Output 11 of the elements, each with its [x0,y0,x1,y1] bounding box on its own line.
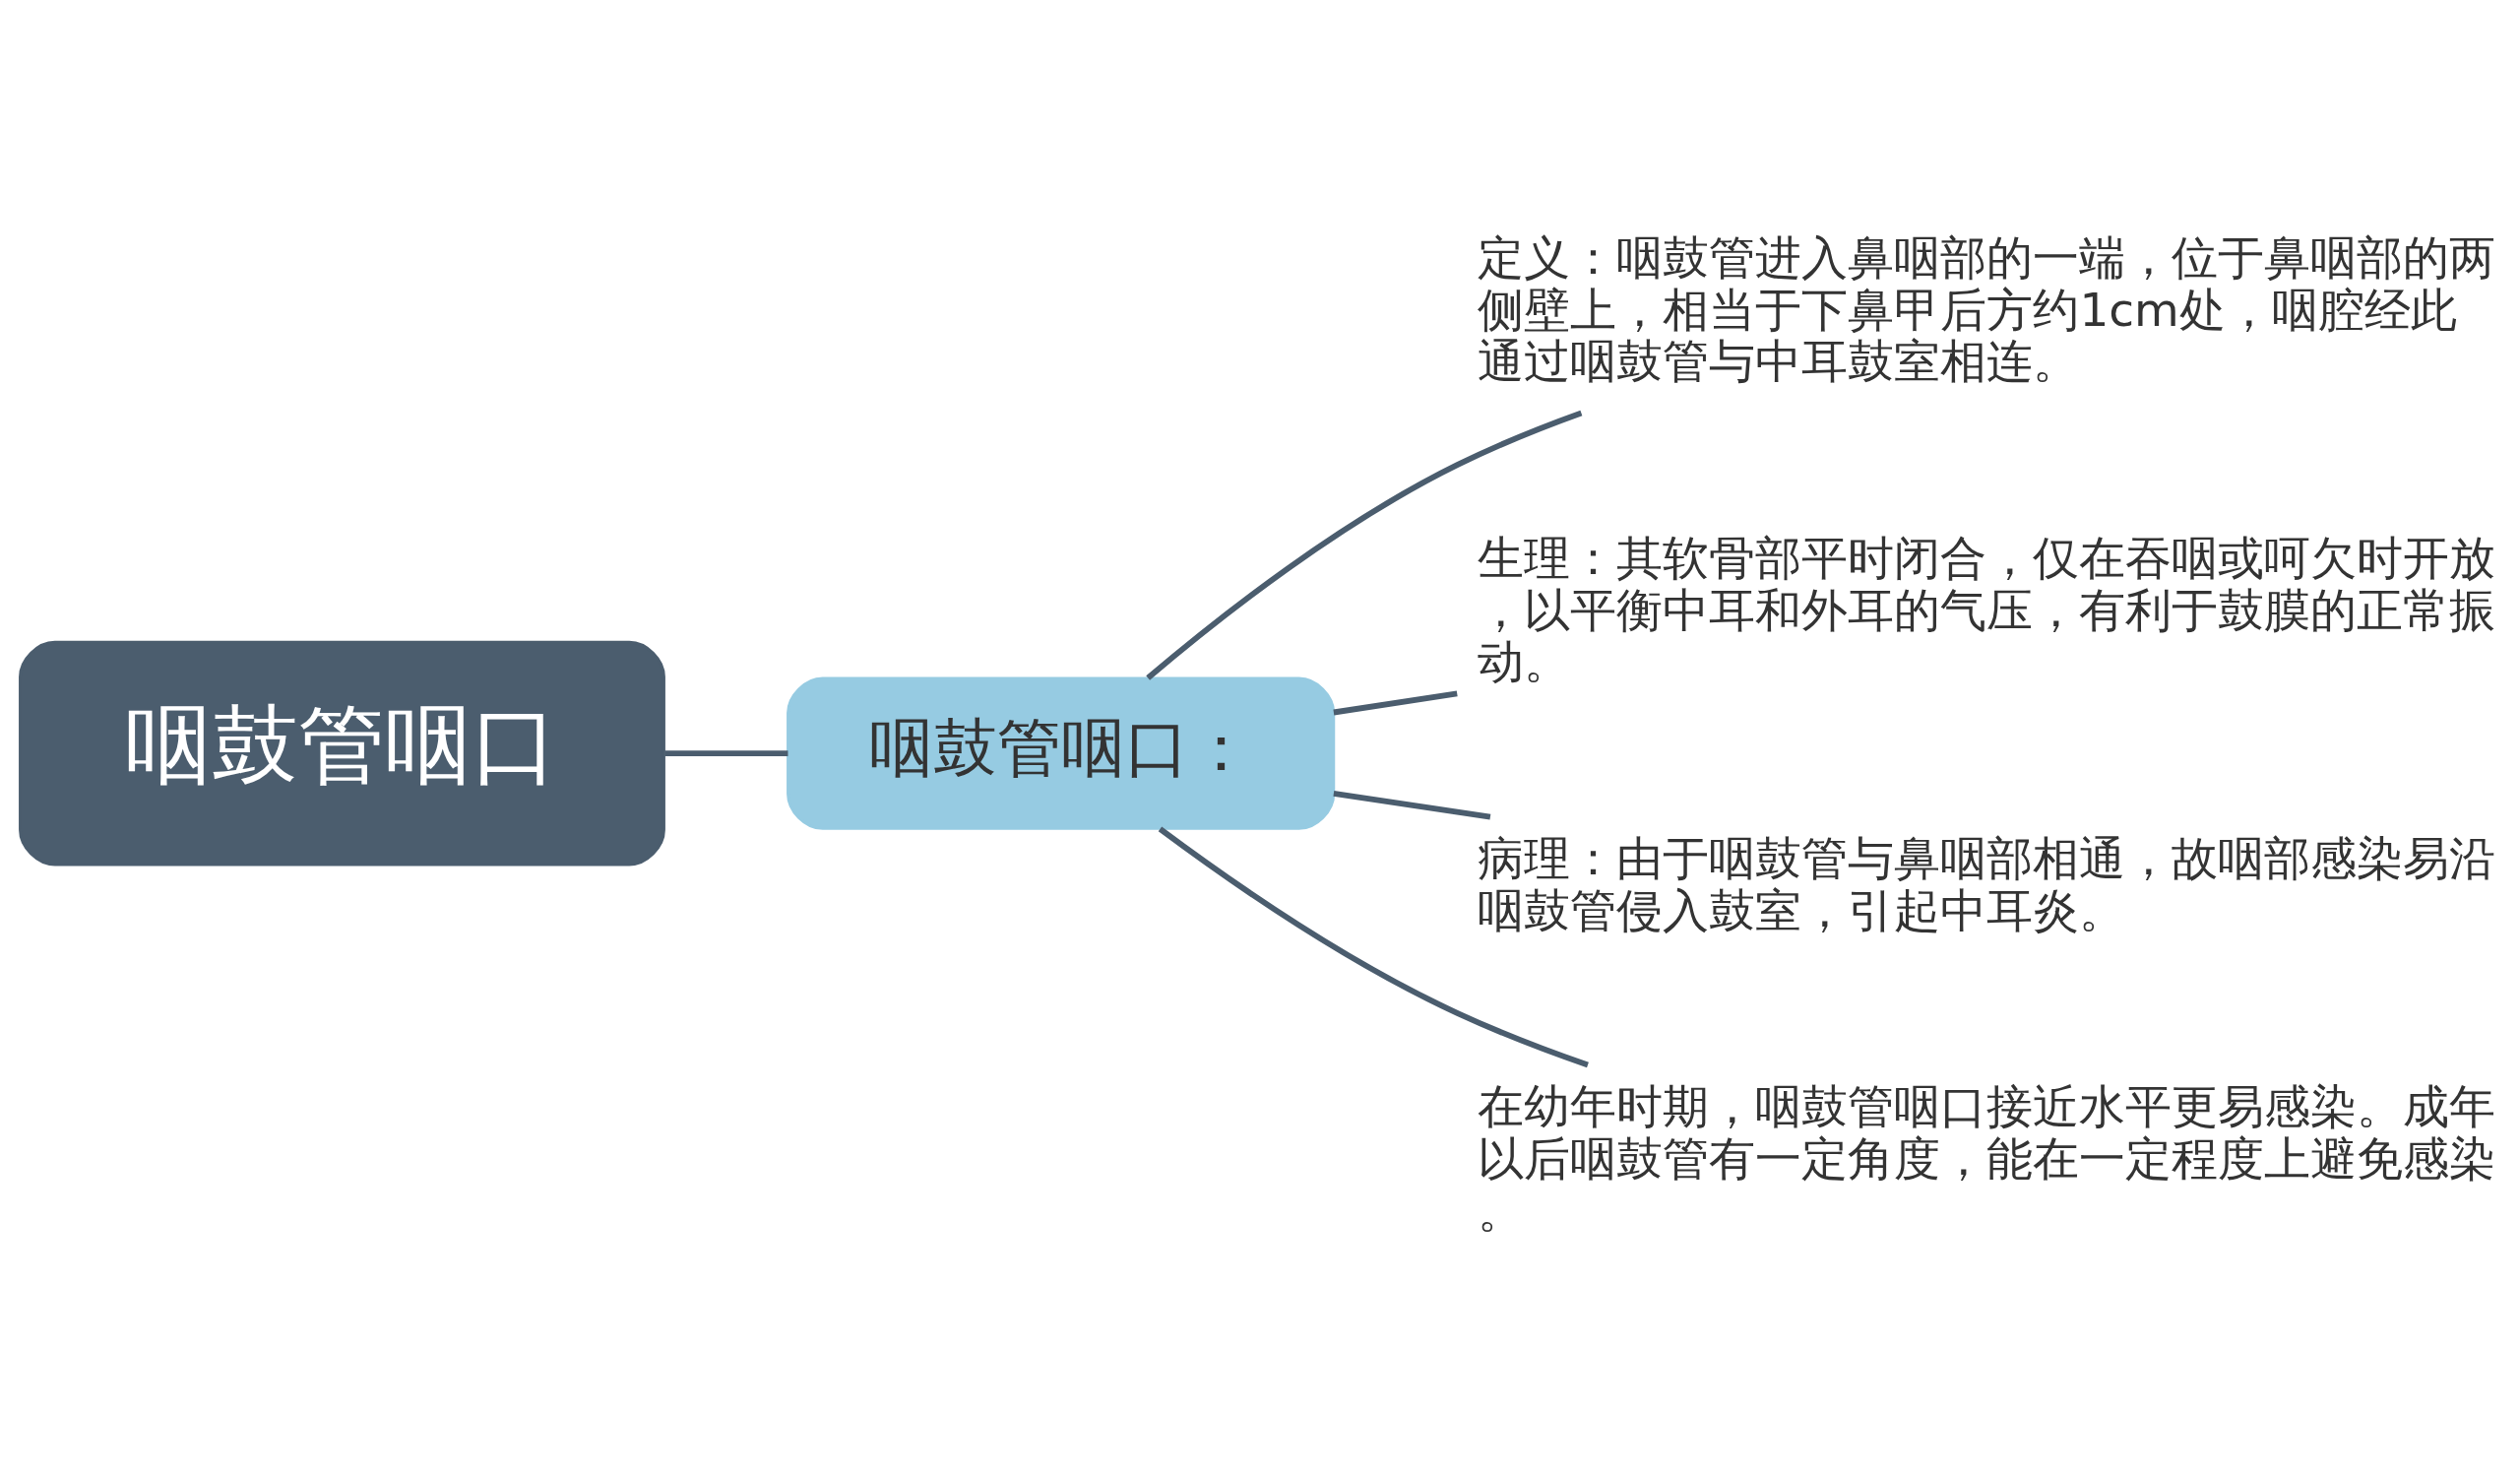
connector [1333,790,1491,819]
node-text: 生理：其软骨部平时闭合，仅在吞咽或呵欠时开放，以平衡中耳和外耳的气压，有利于鼓膜的正常振动。 [1478,530,2496,688]
connector [1146,410,1583,680]
node-box: 咽鼓管咽口： [787,675,1336,830]
node-text: 定义：咽鼓管进入鼻咽部的一端，位于鼻咽部的两侧壁上，相当于下鼻甲后方约1cm处，咽腔经此通过咽鼓管与中耳鼓室相连。 [1478,229,2496,388]
connector [1333,690,1458,715]
node-text: 病理：由于咽鼓管与鼻咽部相通，故咽部感染易沿咽鼓管侵入鼓室，引起中耳炎。 [1478,830,2496,937]
node-text: 在幼年时期，咽鼓管咽口接近水平更易感染。成年以后咽鼓管有一定角度，能在一定程度上避免感染。 [1478,1078,2496,1237]
node-box: 咽鼓管咽口 [19,640,665,867]
connector [1158,826,1589,1067]
connector [664,749,788,756]
